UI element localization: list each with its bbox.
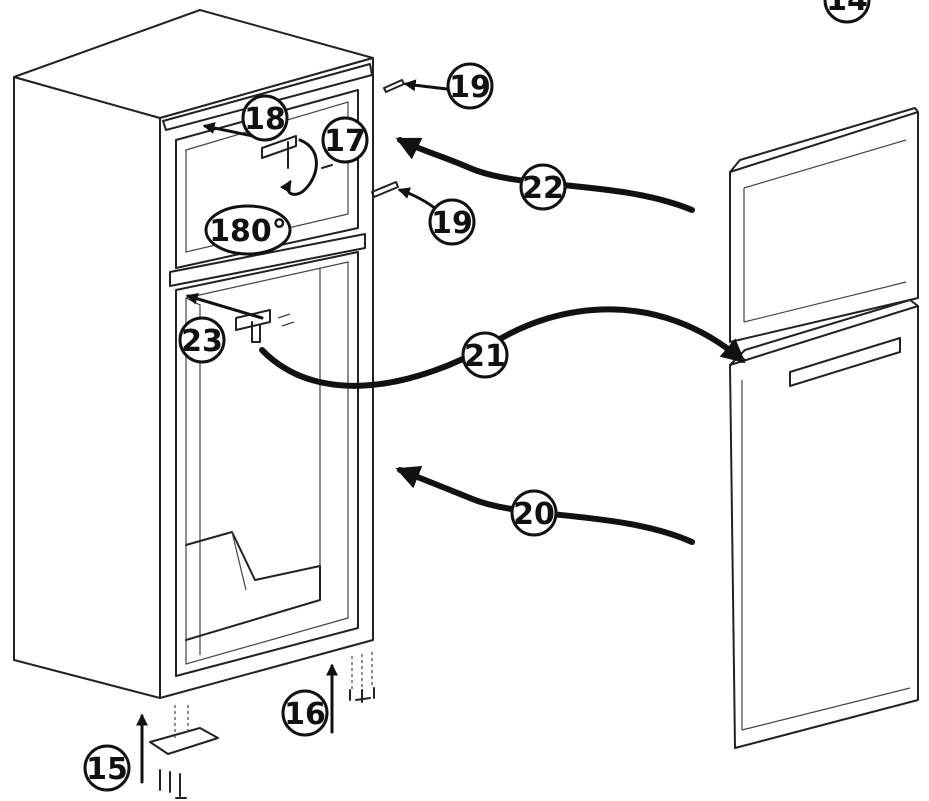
callout-17: 17 <box>321 116 369 164</box>
cabinet-side-panel <box>13 76 161 699</box>
svg-text:20: 20 <box>513 497 555 532</box>
callout-19-lower: 19 <box>428 198 476 246</box>
freezer-door <box>729 107 919 343</box>
arrow-23 <box>185 292 264 320</box>
middle-hinge-bracket <box>261 135 297 159</box>
svg-text:23: 23 <box>181 324 223 359</box>
callout-20: 20 <box>510 489 558 537</box>
bottom-hinge-assembly <box>149 705 219 799</box>
svg-text:17: 17 <box>324 124 366 159</box>
callout-22: 22 <box>519 163 567 211</box>
rotation-arrow-17 <box>279 138 318 196</box>
hinge-pin-lower <box>371 181 399 198</box>
lower-hinge-plate <box>235 309 271 331</box>
crisper-drawer <box>185 531 321 641</box>
svg-text:16: 16 <box>284 697 326 732</box>
freezer-compartment <box>175 89 359 269</box>
callout-16: 16 <box>281 689 329 737</box>
svg-text:19: 19 <box>431 206 473 241</box>
svg-text:15: 15 <box>86 752 128 787</box>
callout-21: 21 <box>461 331 509 379</box>
svg-text:22: 22 <box>522 171 564 206</box>
callout-15: 15 <box>83 744 131 792</box>
divider-bar <box>169 233 366 287</box>
callout-14: 14 <box>823 0 871 24</box>
foot-screws <box>349 652 375 703</box>
fridge-compartment <box>175 251 359 677</box>
callout-19-upper: 19 <box>446 62 494 110</box>
svg-text:18: 18 <box>244 102 286 137</box>
callout-23: 23 <box>178 316 226 364</box>
door-handle <box>789 337 901 387</box>
fridge-door <box>729 299 919 749</box>
svg-text:21: 21 <box>464 339 506 374</box>
hinge-pin-upper <box>383 79 405 93</box>
callout-18: 18 <box>241 94 289 142</box>
svg-text:19: 19 <box>449 70 491 105</box>
svg-text:180°: 180° <box>209 214 287 249</box>
svg-text:14: 14 <box>826 0 868 18</box>
arrow-22 <box>395 137 695 213</box>
top-rail <box>162 63 373 131</box>
arrow-20 <box>395 465 695 545</box>
rotation-label: 180° <box>204 204 292 256</box>
